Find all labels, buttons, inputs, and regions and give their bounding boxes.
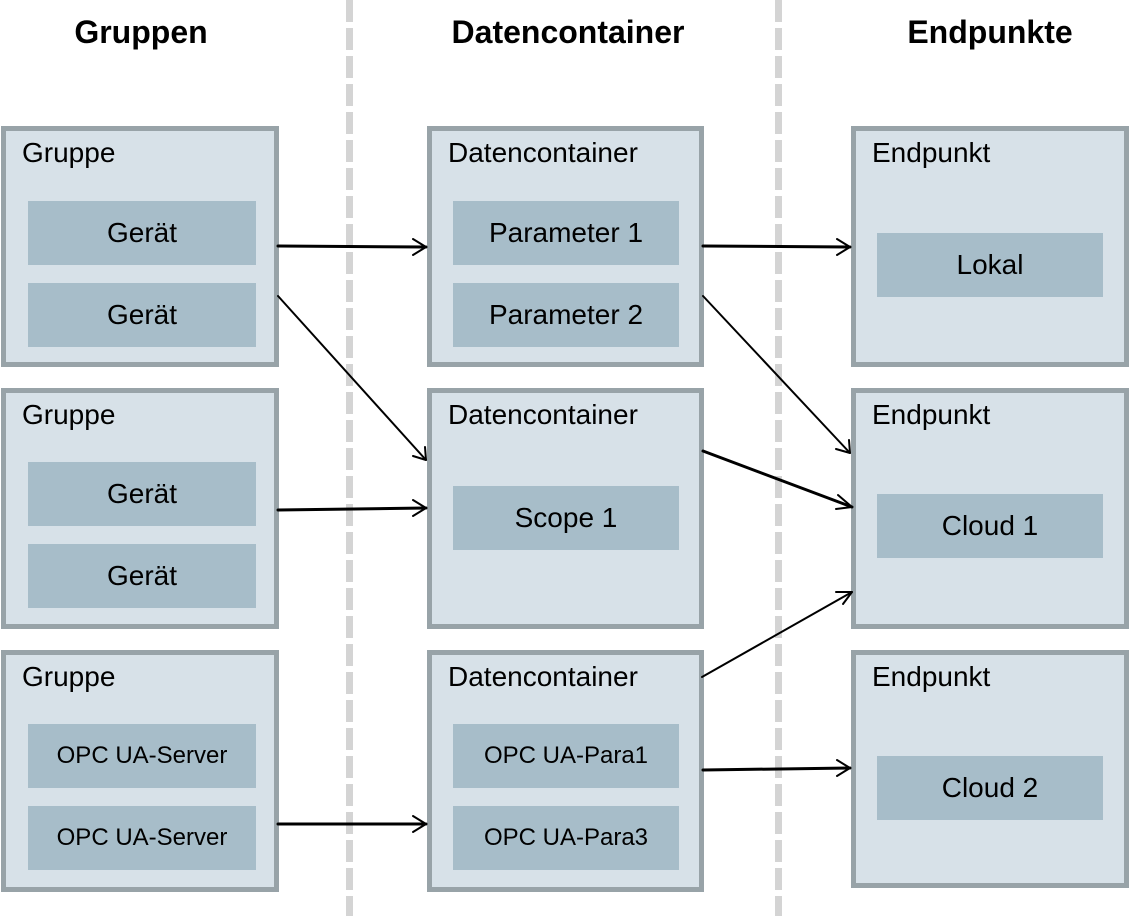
column-title-endpunkte: Endpunkte <box>907 14 1073 50</box>
group-box[interactable]: Gruppe Gerät Gerät <box>1 388 279 629</box>
opc-ua-parameter-item[interactable]: OPC UA-Para1 <box>453 724 679 788</box>
endpoint-box[interactable]: Endpunkt Lokal <box>851 126 1129 367</box>
opc-ua-parameter-item[interactable]: OPC UA-Para3 <box>453 806 679 870</box>
column-title-datencontainer: Datencontainer <box>451 14 685 50</box>
endpoint-box[interactable]: Endpunkt Cloud 2 <box>851 650 1129 888</box>
group-title: Gruppe <box>22 137 116 168</box>
endpoint-box[interactable]: Endpunkt Cloud 1 <box>851 388 1129 629</box>
column-separator-right <box>775 0 782 916</box>
device-item[interactable]: Gerät <box>28 544 256 608</box>
endpoint-local-item[interactable]: Lokal <box>877 233 1103 297</box>
device-item[interactable]: Gerät <box>28 462 256 526</box>
data-container-title: Datencontainer <box>448 661 638 692</box>
column-separator-left <box>346 0 353 916</box>
group-title: Gruppe <box>22 399 116 430</box>
data-container-box[interactable]: Datencontainer Scope 1 <box>427 388 704 629</box>
device-item[interactable]: Gerät <box>28 201 256 265</box>
data-container-box[interactable]: Datencontainer OPC UA-Para1 OPC UA-Para3 <box>427 650 704 892</box>
endpoint-cloud-item[interactable]: Cloud 1 <box>877 494 1103 558</box>
opc-ua-server-item[interactable]: OPC UA-Server <box>28 806 256 870</box>
endpoint-cloud-item[interactable]: Cloud 2 <box>877 756 1103 820</box>
opc-ua-server-item[interactable]: OPC UA-Server <box>28 724 256 788</box>
data-container-box[interactable]: Datencontainer Parameter 1 Parameter 2 <box>427 126 704 367</box>
endpoint-title: Endpunkt <box>872 661 991 692</box>
endpoint-title: Endpunkt <box>872 137 991 168</box>
parameter-item[interactable]: Parameter 1 <box>453 201 679 265</box>
data-container-title: Datencontainer <box>448 399 638 430</box>
data-container-title: Datencontainer <box>448 137 638 168</box>
column-title-gruppen: Gruppen <box>74 14 208 50</box>
group-box[interactable]: Gruppe OPC UA-Server OPC UA-Server <box>1 650 279 892</box>
group-title: Gruppe <box>22 661 116 692</box>
endpoint-title: Endpunkt <box>872 399 991 430</box>
device-item[interactable]: Gerät <box>28 283 256 347</box>
group-box[interactable]: Gruppe Gerät Gerät <box>1 126 279 367</box>
scope-item[interactable]: Scope 1 <box>453 486 679 550</box>
parameter-item[interactable]: Parameter 2 <box>453 283 679 347</box>
